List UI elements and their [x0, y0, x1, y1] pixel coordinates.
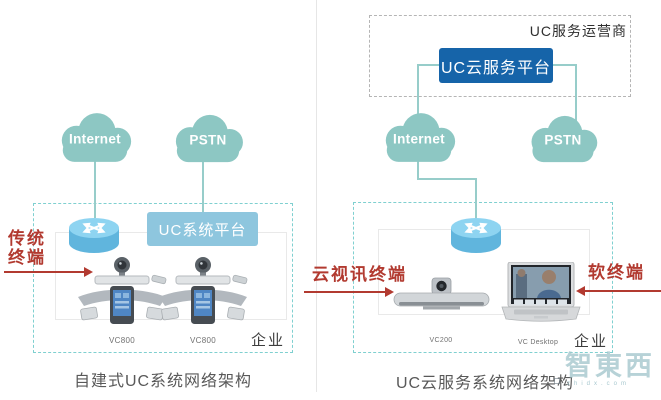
red-arrow-left-icon [576, 286, 661, 296]
watermark-square-icon [554, 378, 560, 384]
zhidx-watermark: 智東西 zhidx.com [552, 351, 658, 387]
panel-divider [316, 0, 317, 392]
pstn-cloud-icon: PSTN [166, 113, 250, 164]
connector-line [417, 178, 476, 180]
pstn-cloud-icon: PSTN [522, 114, 604, 164]
red-arrow-right-icon [4, 267, 93, 277]
vc800-device-icon [155, 256, 251, 328]
uc-cloud-platform-box: UC云服务平台 [439, 48, 553, 83]
connector-line [417, 64, 440, 66]
caption-left: 自建式UC系统网络架构 [73, 373, 253, 390]
vc200-device-icon [393, 276, 490, 312]
internet-cloud-icon: Internet [53, 111, 137, 164]
internet-cloud-label: Internet [393, 131, 445, 147]
laptop-icon [500, 262, 582, 322]
device-label-vc-desktop: VC Desktop [517, 339, 559, 346]
connector-line [552, 64, 576, 66]
pstn-cloud-label: PSTN [189, 132, 227, 148]
enterprise-label-right: 企业 [574, 333, 609, 350]
enterprise-label-left: 企业 [251, 332, 286, 349]
device-label-vc800-2: VC800 [190, 336, 216, 345]
pstn-cloud-label: PSTN [544, 132, 582, 148]
watermark-text: 智東西 [565, 351, 655, 381]
connector-line [94, 158, 96, 218]
router-icon [68, 214, 120, 254]
connector-line [475, 178, 477, 220]
enterprise-zone-right [353, 202, 613, 353]
watermark-subtext: zhidx.com [567, 381, 631, 387]
soft-terminal-annotation: 软终端 [588, 263, 645, 282]
uc-system-platform-box: UC系统平台 [147, 212, 258, 246]
device-label-vc800-1: VC800 [109, 336, 135, 345]
traditional-terminal-annotation: 传统 终端 [8, 229, 46, 267]
router-icon [450, 214, 502, 254]
caption-right: UC云服务系统网络架构 [395, 375, 575, 392]
cloud-video-terminal-annotation: 云视讯终端 [312, 265, 407, 284]
red-arrow-right-icon [304, 287, 394, 297]
connector-line [202, 158, 204, 213]
connector-line [575, 64, 577, 122]
operator-label: UC服务运营商 [529, 23, 627, 39]
operator-zone [369, 15, 631, 97]
internet-cloud-label: Internet [69, 131, 121, 147]
enterprise-zone-left [33, 203, 293, 353]
connector-line [417, 64, 419, 122]
connector-line [417, 158, 419, 179]
internet-cloud-icon: Internet [377, 111, 461, 164]
device-label-vc200: VC200 [429, 337, 453, 344]
